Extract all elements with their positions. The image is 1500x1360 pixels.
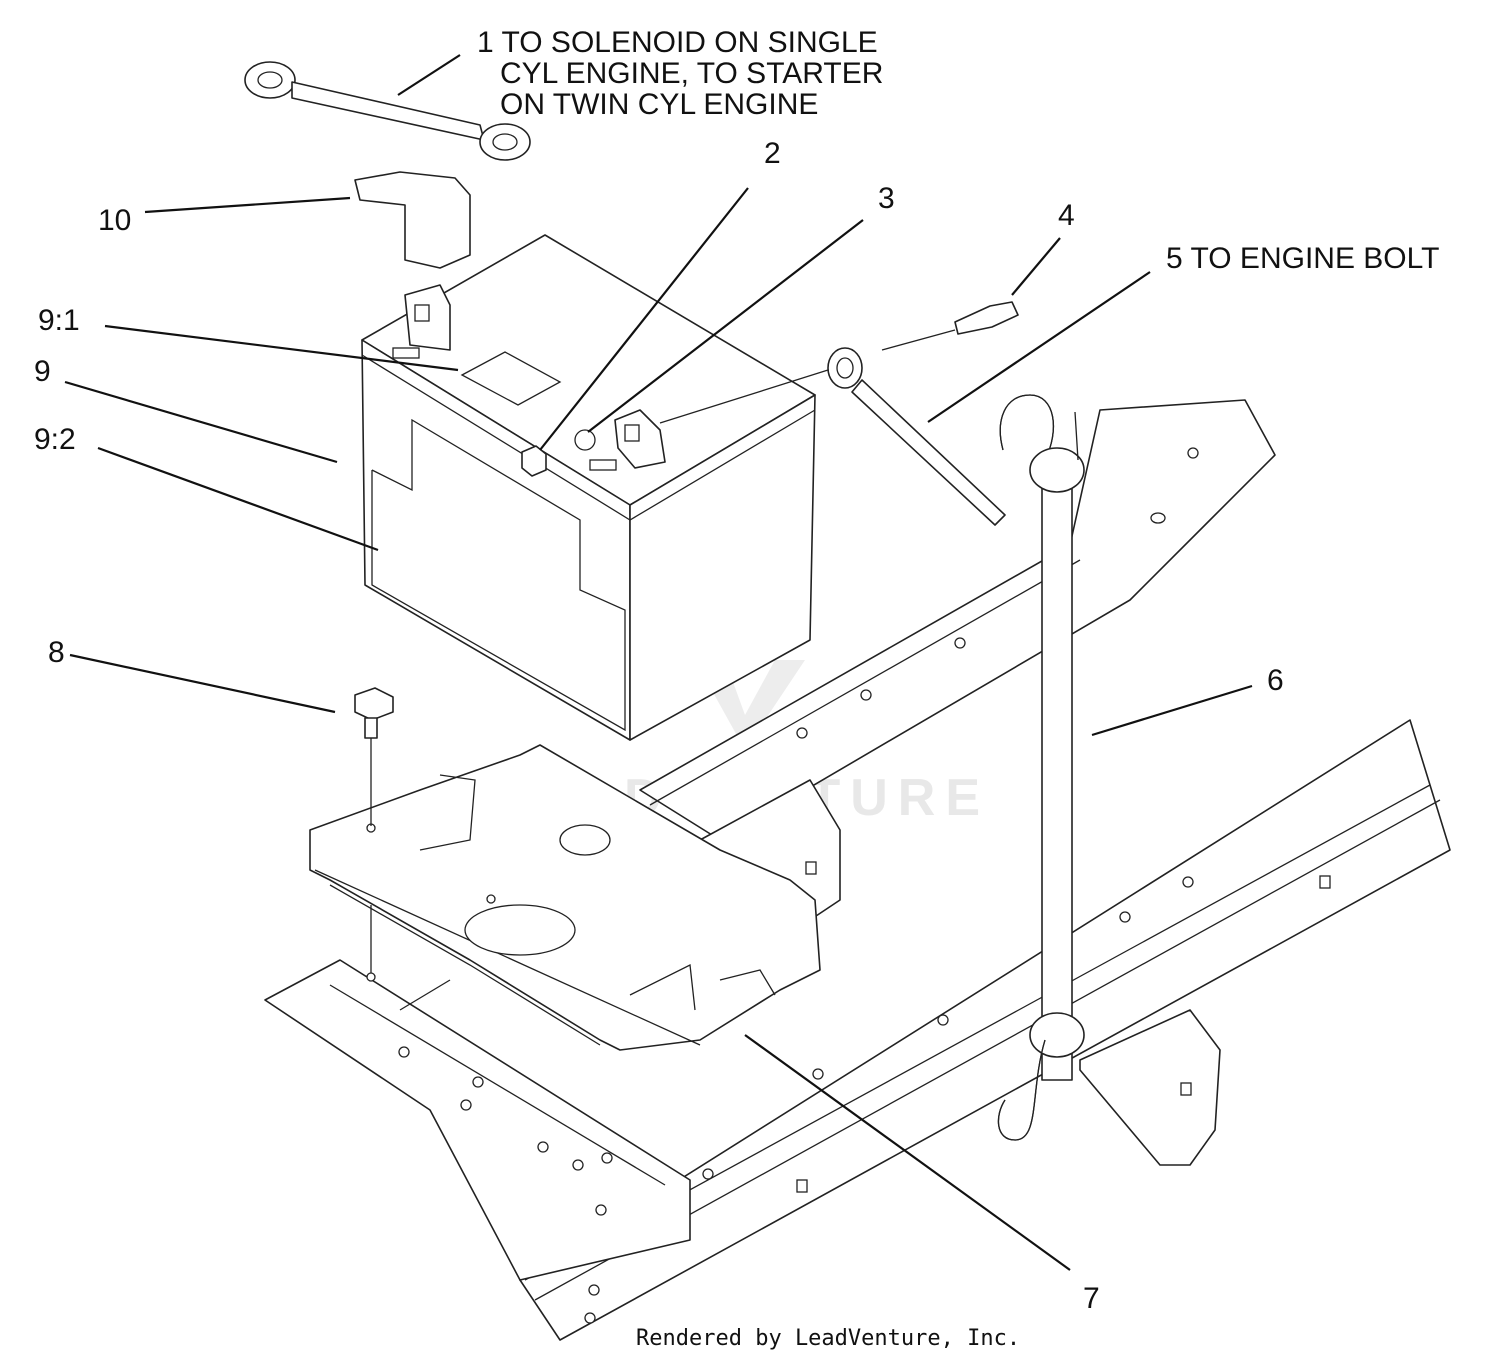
- negative-cable: [659, 347, 1006, 526]
- hex-bolt: [354, 687, 394, 982]
- callout-2: 2: [764, 137, 781, 170]
- footer-credit: Rendered by LeadVenture, Inc.: [636, 1326, 1020, 1351]
- callout-4: 4: [1058, 199, 1075, 232]
- positive-cable: [244, 61, 531, 161]
- battery: [361, 234, 816, 741]
- leader-9: [64, 380, 338, 464]
- callout-9-2: 9:2: [34, 423, 76, 456]
- leader-10: [144, 196, 351, 214]
- leader-4: [1011, 237, 1061, 296]
- leader-5: [927, 271, 1151, 423]
- callout-1-line-1: 1 TO SOLENOID ON SINGLE: [477, 26, 878, 59]
- terminal-bolt: [521, 429, 596, 477]
- leader-2: [539, 187, 749, 451]
- hold-down-rod: [997, 394, 1085, 1141]
- callout-1-line-3: ON TWIN CYL ENGINE: [500, 88, 818, 121]
- leader-9-1: [104, 324, 459, 372]
- callout-9-1: 9:1: [38, 304, 80, 337]
- positive-terminal: [404, 284, 451, 351]
- leader-1: [397, 54, 461, 96]
- leader-8: [69, 653, 336, 714]
- callout-1-line-2: CYL ENGINE, TO STARTER: [500, 57, 883, 90]
- callout-5: 5 TO ENGINE BOLT: [1166, 242, 1439, 275]
- leader-9-2: [97, 446, 379, 552]
- leader-lines: [64, 54, 1253, 1271]
- frame-rail-front: [519, 719, 1451, 1341]
- negative-terminal: [614, 409, 666, 469]
- frame-left-plate: [264, 959, 691, 1281]
- leader-6: [1091, 684, 1253, 737]
- callout-3: 3: [878, 182, 895, 215]
- engine-bolt: [881, 301, 1019, 351]
- callout-10: 10: [98, 204, 131, 237]
- leader-7: [744, 1034, 1071, 1271]
- callout-8: 8: [48, 636, 65, 669]
- frame-rail-rear: [639, 399, 1276, 841]
- leader-3: [587, 219, 864, 433]
- callout-9: 9: [34, 355, 51, 388]
- callout-7: 7: [1083, 1282, 1100, 1315]
- terminal-boot: [354, 171, 471, 269]
- battery-tray: [309, 744, 821, 1051]
- callout-6: 6: [1267, 664, 1284, 697]
